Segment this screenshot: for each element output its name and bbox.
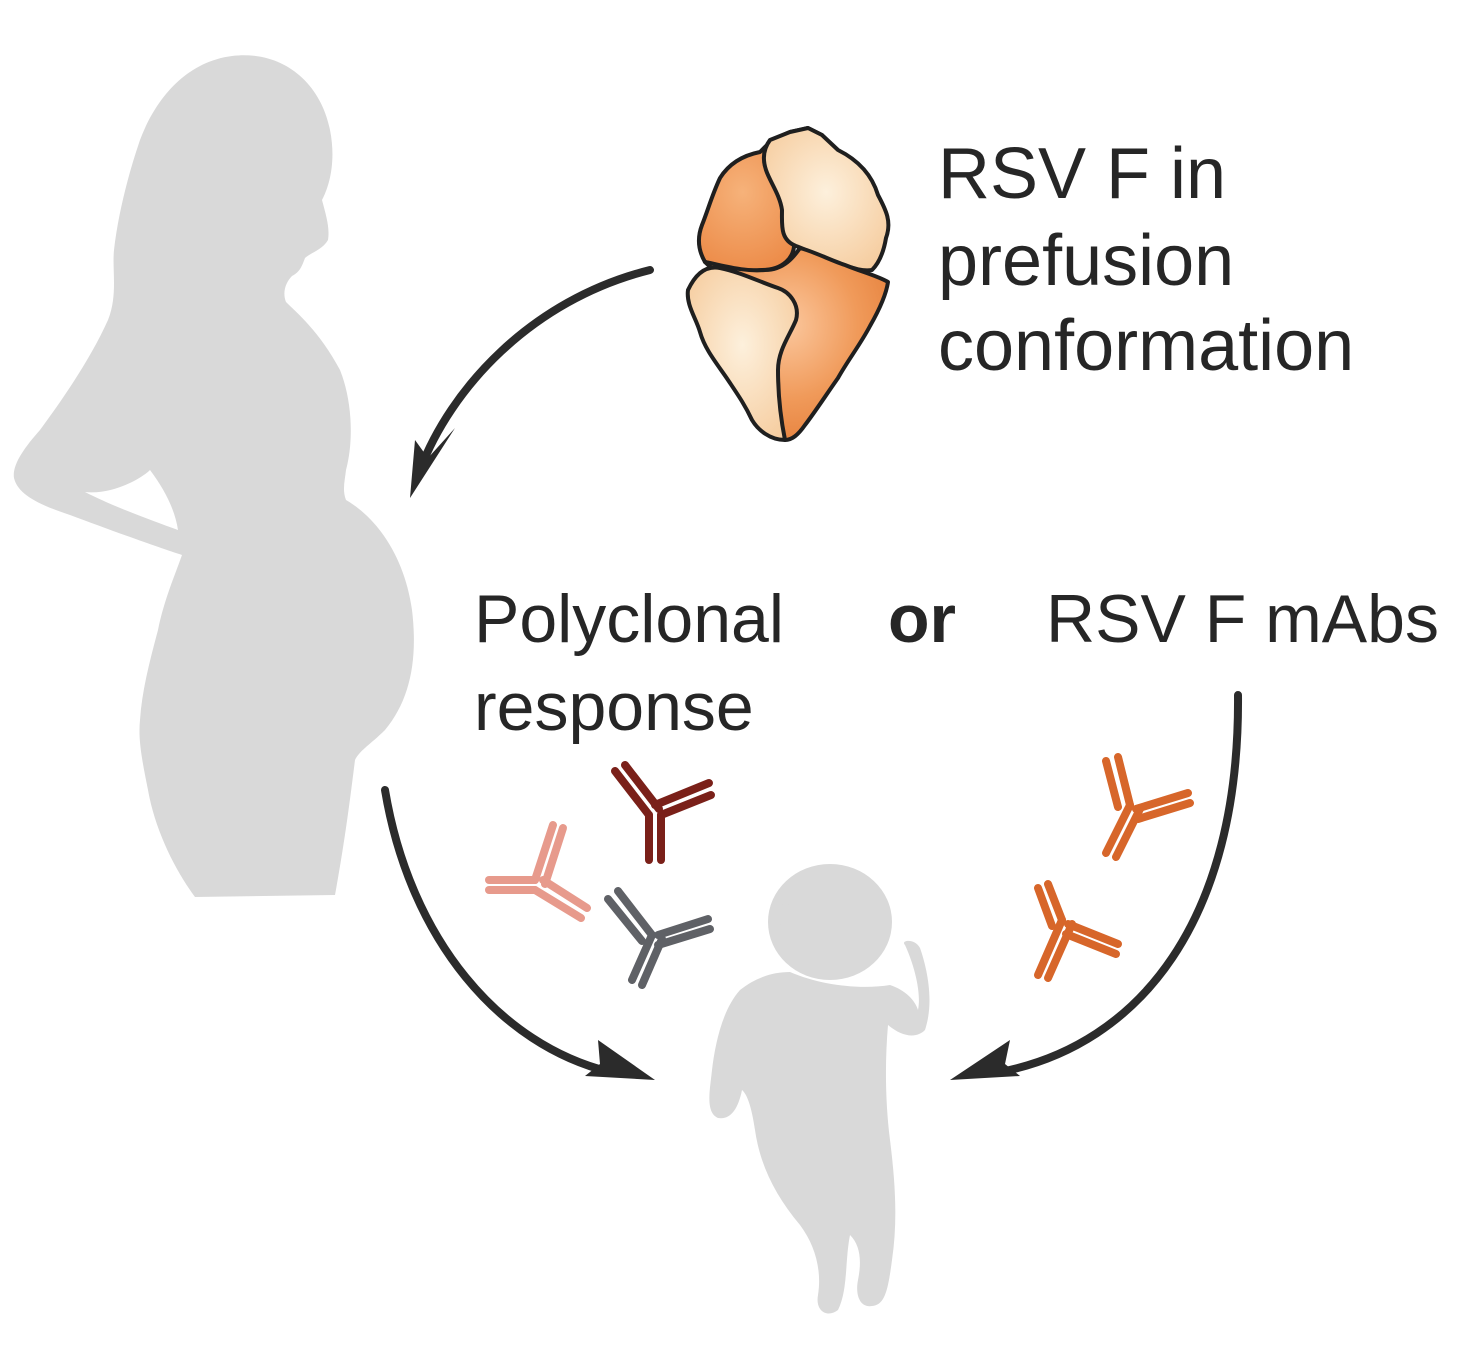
mabs-label: RSV F mAbs [1046, 581, 1439, 657]
arrow-protein-to-mother [416, 266, 654, 474]
prefusion-f-protein-icon [685, 126, 891, 442]
arrowhead-infant-left-icon [585, 1040, 655, 1080]
polyclonal-label-line1: Polyclonal [474, 581, 784, 657]
arrowheads [410, 428, 1020, 1080]
antibody-orange-upper-icon [1102, 753, 1194, 861]
arrowhead-mother-icon [410, 428, 455, 498]
polyclonal-label-line2: response [474, 669, 754, 745]
protein-label-line2: prefusion [938, 221, 1234, 301]
pregnant-woman-silhouette-icon [13, 55, 414, 897]
antibody-orange-lower-icon [1034, 880, 1122, 982]
arrow-mabs-to-infant [996, 691, 1243, 1076]
or-label: or [888, 581, 956, 657]
antibody-gray-icon [604, 887, 714, 989]
antibody-pink-icon [485, 821, 591, 922]
protein-label-line3: conformation [938, 306, 1354, 386]
arrowhead-infant-right-icon [950, 1040, 1020, 1080]
infant-silhouette-icon [709, 864, 930, 1314]
protein-label-line1: RSV F in [938, 134, 1226, 214]
arrows [381, 266, 1243, 1076]
antibodies [485, 753, 1194, 989]
antibody-dark-red-icon [611, 761, 715, 864]
arrow-mother-to-infant [381, 786, 614, 1076]
